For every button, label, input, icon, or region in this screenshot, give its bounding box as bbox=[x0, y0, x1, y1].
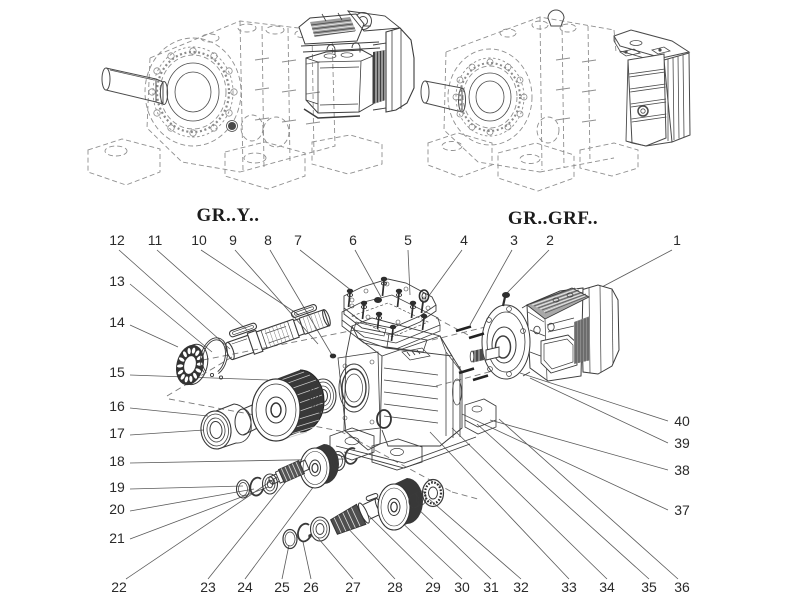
svg-text:8: 8 bbox=[264, 232, 272, 248]
svg-text:7: 7 bbox=[294, 232, 302, 248]
svg-text:11: 11 bbox=[148, 232, 163, 248]
svg-text:28: 28 bbox=[387, 579, 403, 595]
svg-text:35: 35 bbox=[641, 579, 657, 595]
svg-text:GR..Y..: GR..Y.. bbox=[197, 205, 260, 226]
svg-text:25: 25 bbox=[274, 579, 290, 595]
svg-text:5: 5 bbox=[404, 232, 412, 248]
svg-text:GR..GRF..: GR..GRF.. bbox=[508, 208, 598, 229]
svg-text:19: 19 bbox=[109, 479, 125, 495]
svg-text:27: 27 bbox=[345, 579, 361, 595]
svg-text:32: 32 bbox=[513, 579, 529, 595]
svg-text:40: 40 bbox=[674, 413, 690, 429]
svg-text:26: 26 bbox=[303, 579, 319, 595]
svg-text:4: 4 bbox=[460, 232, 468, 248]
svg-text:34: 34 bbox=[599, 579, 615, 595]
svg-text:33: 33 bbox=[561, 579, 577, 595]
svg-text:1: 1 bbox=[673, 232, 681, 248]
svg-text:38: 38 bbox=[674, 462, 690, 478]
svg-text:6: 6 bbox=[349, 232, 357, 248]
svg-text:14: 14 bbox=[109, 314, 125, 330]
svg-text:31: 31 bbox=[483, 579, 499, 595]
svg-text:2: 2 bbox=[546, 232, 554, 248]
svg-text:30: 30 bbox=[454, 579, 470, 595]
svg-text:9: 9 bbox=[229, 232, 237, 248]
svg-text:23: 23 bbox=[200, 579, 216, 595]
svg-text:29: 29 bbox=[425, 579, 441, 595]
svg-text:15: 15 bbox=[109, 364, 125, 380]
svg-text:21: 21 bbox=[109, 530, 125, 546]
svg-text:12: 12 bbox=[109, 232, 125, 248]
svg-text:20: 20 bbox=[109, 501, 125, 517]
svg-text:24: 24 bbox=[237, 579, 253, 595]
svg-text:17: 17 bbox=[109, 425, 125, 441]
svg-text:22: 22 bbox=[111, 579, 127, 595]
svg-text:39: 39 bbox=[674, 435, 690, 451]
svg-text:36: 36 bbox=[674, 579, 690, 595]
svg-text:10: 10 bbox=[191, 232, 207, 248]
svg-text:13: 13 bbox=[109, 273, 125, 289]
svg-text:3: 3 bbox=[510, 232, 518, 248]
svg-text:16: 16 bbox=[109, 398, 125, 414]
svg-text:37: 37 bbox=[674, 502, 690, 518]
svg-text:18: 18 bbox=[109, 453, 125, 469]
